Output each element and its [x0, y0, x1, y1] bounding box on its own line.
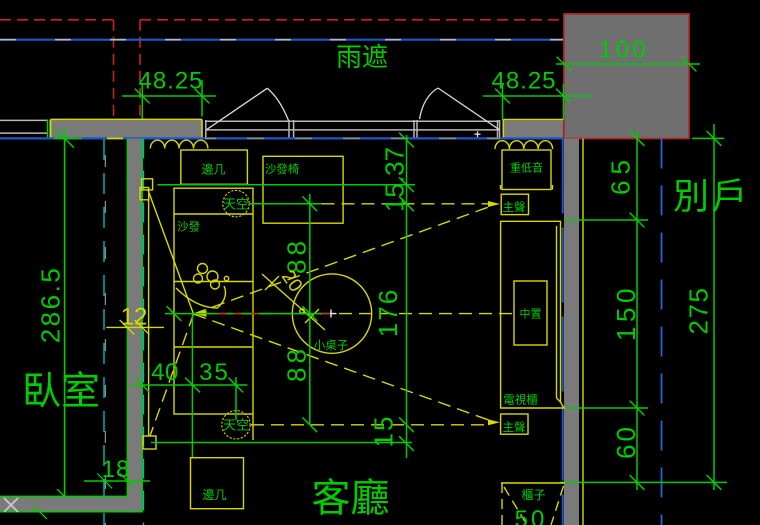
svg-text:天空: 天空	[223, 197, 249, 212]
svg-text:40: 40	[151, 359, 179, 386]
svg-text:100: 100	[599, 37, 650, 64]
svg-text:邊几: 邊几	[202, 488, 226, 502]
svg-text:雨遮: 雨遮	[336, 42, 388, 72]
svg-text:50: 50	[515, 506, 548, 525]
svg-text:150: 150	[611, 284, 641, 341]
svg-text:176: 176	[373, 288, 403, 337]
svg-text:小桌子: 小桌子	[314, 339, 349, 352]
svg-text:275: 275	[684, 287, 714, 335]
svg-text:重低音: 重低音	[510, 161, 543, 175]
svg-text:邊几: 邊几	[201, 163, 225, 177]
svg-text:60: 60	[611, 424, 641, 459]
svg-text:12: 12	[121, 304, 148, 331]
svg-text:電視櫃: 電視櫃	[503, 393, 538, 407]
svg-text:35: 35	[199, 359, 230, 386]
svg-text:15.37: 15.37	[380, 147, 410, 212]
svg-text:沙發: 沙發	[177, 220, 200, 234]
svg-text:主聲: 主聲	[503, 420, 526, 434]
svg-text:客廳: 客廳	[311, 478, 389, 521]
svg-text:65: 65	[606, 154, 636, 195]
svg-text:臥室: 臥室	[22, 371, 100, 414]
svg-text:48.25: 48.25	[138, 68, 203, 95]
svg-text:主聲: 主聲	[503, 200, 526, 214]
svg-text:15: 15	[369, 415, 399, 448]
svg-text:88: 88	[282, 345, 312, 382]
svg-text:櫃子: 櫃子	[521, 488, 545, 502]
svg-text:88: 88	[282, 237, 312, 274]
svg-text:286.5: 286.5	[36, 266, 66, 344]
svg-text:天空: 天空	[223, 418, 249, 433]
svg-text:中置: 中置	[520, 308, 542, 321]
svg-text:18: 18	[102, 456, 131, 483]
svg-text:別戶: 別戶	[673, 176, 750, 217]
svg-text:沙發椅: 沙發椅	[265, 162, 300, 176]
svg-text:48.25: 48.25	[491, 68, 556, 95]
